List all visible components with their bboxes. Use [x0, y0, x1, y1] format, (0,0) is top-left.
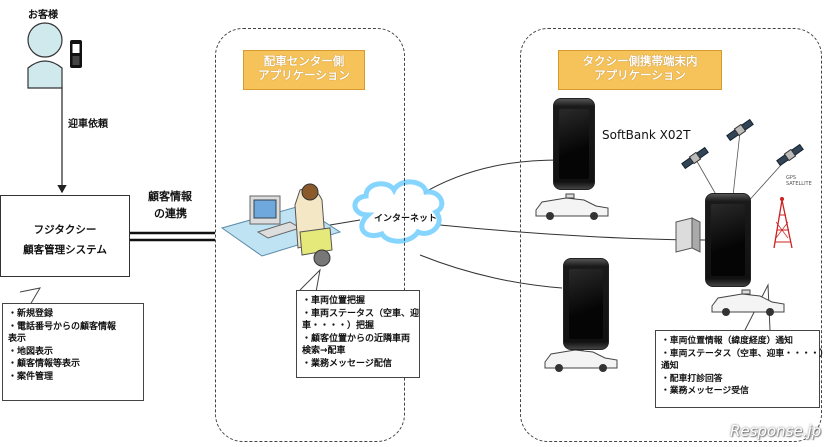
- gps-satellite-label: GPS SATELLITE: [786, 175, 812, 187]
- dispatch-title-line1: 配車センター側: [263, 54, 345, 68]
- taxi-phone-2: [563, 258, 609, 350]
- dispatch-callout-pointer: [299, 268, 321, 293]
- dispatch-title-line2: アプリケーション: [258, 68, 350, 82]
- device-model-label: SoftBank X02T: [602, 128, 691, 142]
- operator-workstation-icon: [220, 183, 342, 267]
- taxi-features-callout: ・車両位置情報（緯度経度）通知 ・車両ステータス（空車、迎車・・・・） 通知 ・…: [655, 330, 826, 408]
- mobile-phone-icon: [70, 40, 82, 68]
- dispatch-feature-item: ・車両位置把握: [302, 296, 366, 306]
- taxi-title-line1: タクシー側携帯端末内: [582, 54, 698, 68]
- radio-tower-icon: [773, 197, 793, 249]
- taxi-feature-item: ・業務メッセージ受信: [661, 386, 749, 396]
- gps-beam-2: [731, 131, 741, 206]
- taxi-car-icon-1: [535, 193, 609, 220]
- link-label-line2: の連携: [154, 207, 187, 220]
- system-box-line1: フジタクシー: [33, 224, 97, 236]
- dispatch-feature-item: 車・・・・）把握: [302, 321, 375, 331]
- dispatch-center-panel: [215, 28, 405, 442]
- system-feature-item: ・顧客情報等表示: [8, 359, 81, 369]
- taxi-phone-1: [553, 98, 595, 190]
- system-feature-item: 表示: [8, 334, 27, 344]
- request-label: 迎車依頼: [68, 119, 108, 130]
- taxi-feature-item: ・車両位置情報（緯度経度）通知: [661, 336, 793, 346]
- server-icon: [675, 217, 701, 253]
- customer-person-icon: [27, 22, 63, 89]
- taxi-car-icon-3: [711, 289, 785, 316]
- satellite-icon-1: [681, 146, 709, 170]
- link-label-line1: 顧客情報: [148, 190, 192, 203]
- watermark: Response.jp: [730, 422, 822, 440]
- system-feature-item: ・案件管理: [8, 371, 54, 382]
- link-computer-cloud: [329, 219, 361, 226]
- gps-label-line1: GPS: [786, 175, 797, 181]
- satellite-icon-3: [776, 143, 804, 167]
- taxi-title-line2: アプリケーション: [594, 68, 686, 82]
- internet-label: インターネット: [374, 214, 438, 224]
- customer-management-system-box: フジタクシー 顧客管理システム: [0, 195, 130, 277]
- customer-label: お客様: [28, 10, 58, 21]
- system-feature-item: ・地図表示: [8, 346, 54, 357]
- system-callout-pointer: [19, 287, 41, 306]
- dispatch-feature-item: 検索→配車: [302, 346, 346, 356]
- taxi-feature-item: ・車両ステータス（空車、迎車・・・・）: [661, 348, 826, 359]
- taxi-feature-item: ・配車打診回答: [661, 373, 723, 384]
- dispatch-features-callout: ・車両位置把握 ・車両ステータス（空車、迎 車・・・・）把握 ・顧客位置からの近…: [296, 290, 420, 378]
- taxi-terminal-panel: [520, 28, 822, 442]
- taxi-feature-item: 通知: [661, 361, 679, 371]
- link-curve-lower: [419, 254, 563, 289]
- link-curve-upper: [419, 159, 561, 196]
- dispatch-feature-item: ・顧客位置からの近隣車両: [302, 333, 411, 344]
- taxi-panel-title: タクシー側携帯端末内 アプリケーション: [558, 50, 722, 90]
- internet-cloud-icon: [352, 179, 445, 244]
- system-feature-item: ・電話番号からの顧客情報: [8, 321, 117, 332]
- system-feature-item: ・新規登録: [8, 309, 54, 319]
- dispatch-feature-item: ・業務メッセージ配信: [302, 358, 392, 369]
- satellite-icon-2: [726, 118, 754, 142]
- dispatch-panel-title: 配車センター側 アプリケーション: [243, 50, 365, 90]
- dispatch-feature-item: ・車両ステータス（空車、迎: [302, 308, 420, 319]
- taxi-phone-3: [705, 193, 751, 287]
- system-box-line2: 顧客管理システム: [23, 244, 107, 256]
- system-features-callout: ・新規登録 ・電話番号からの顧客情報 表示 ・地図表示 ・顧客情報等表示 ・案件…: [2, 303, 144, 401]
- gps-label-line2: SATELLITE: [786, 181, 812, 187]
